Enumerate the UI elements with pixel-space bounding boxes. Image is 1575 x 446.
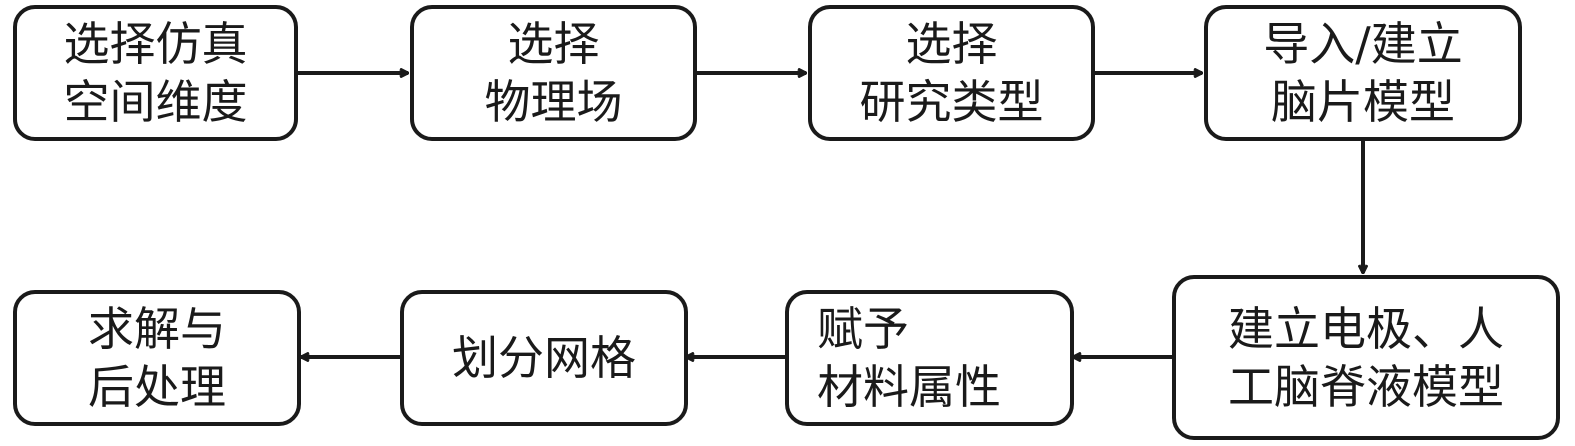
step-label-line-2: 研究类型 [859,75,1044,129]
step-label-line-1: 选择仿真 [63,17,248,71]
step-label-line-2: 脑片模型 [1271,75,1455,129]
step-label-line-2: 工脑脊液模型 [1228,359,1504,414]
step-select-physics: 选择 物理场 [410,5,697,141]
step-label-line-2: 后处理 [88,360,226,414]
step-label-line-1: 选择 [507,17,600,71]
step-label-line-1: 赋予 [817,302,909,356]
step-label-line-1: 划分网格 [452,331,636,385]
step-solve-postprocess: 求解与 后处理 [13,290,301,426]
step-label-line-2: 物理场 [484,75,623,129]
step-mesh: 划分网格 [400,290,688,426]
step-label-line-1: 求解与 [88,302,226,356]
step-import-brain-slice: 导入/建立 脑片模型 [1204,5,1522,141]
step-label-line-2: 材料属性 [817,360,1001,414]
step-build-electrode-acsf: 建立电极、人 工脑脊液模型 [1172,275,1560,440]
step-label-line-2: 空间维度 [63,75,248,129]
step-label-line-1: 导入/建立 [1263,17,1463,71]
step-select-study-type: 选择 研究类型 [808,5,1095,141]
step-select-dimension: 选择仿真 空间维度 [13,5,298,141]
step-label-line-1: 选择 [905,17,998,71]
step-assign-materials: 赋予 材料属性 [785,290,1074,426]
step-label-line-1: 建立电极、人 [1228,301,1504,356]
